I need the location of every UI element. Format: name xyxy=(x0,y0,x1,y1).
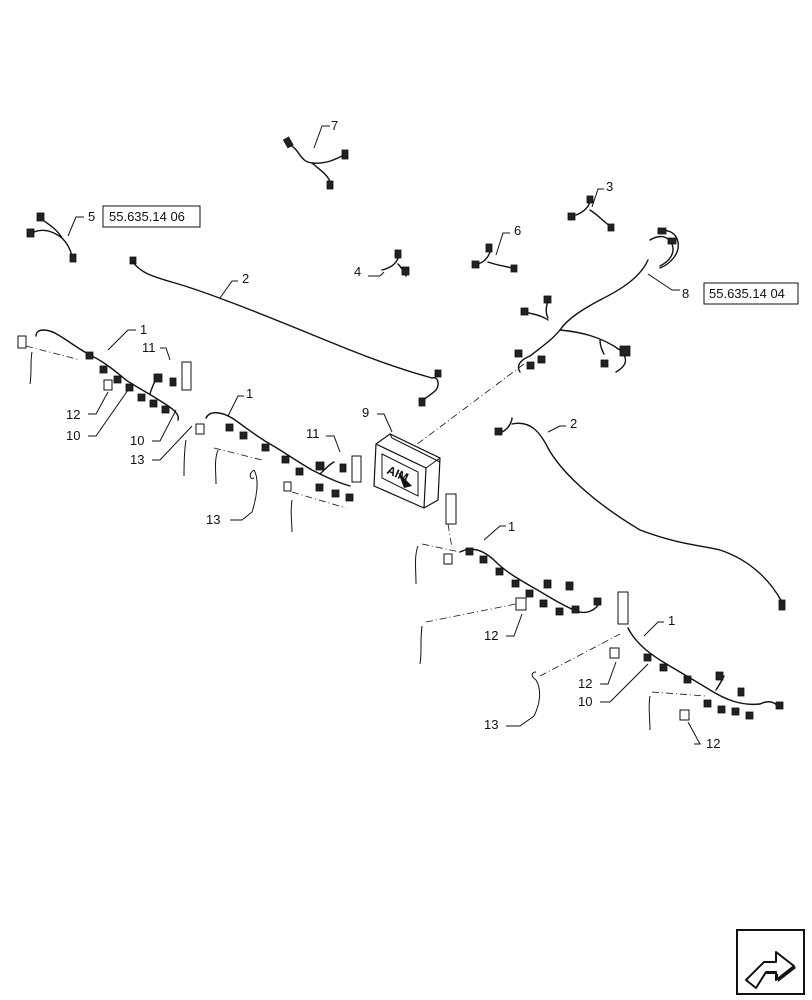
callout-1-c: 1 xyxy=(508,519,515,534)
callout-13-c: 13 xyxy=(484,717,498,732)
harness-item-4 xyxy=(381,249,410,277)
callout-12-d: 12 xyxy=(706,736,720,751)
callout-1-d: 1 xyxy=(668,613,675,628)
harness-item-3 xyxy=(567,195,615,232)
module-item-9: AIM xyxy=(373,433,441,509)
callout-9: 9 xyxy=(362,405,369,420)
callout-3: 3 xyxy=(606,179,613,194)
callout-11-a: 11 xyxy=(142,340,156,355)
reference-code-55-635-14-04[interactable]: 55.635.14 04 xyxy=(709,286,785,301)
callout-13-b: 13 xyxy=(206,512,220,527)
callout-4: 4 xyxy=(354,264,361,279)
callout-12-c: 12 xyxy=(578,676,592,691)
callout-13-a: 13 xyxy=(130,452,144,467)
callout-11-b: 11 xyxy=(306,426,320,441)
harness-item-5 xyxy=(26,212,77,263)
callout-8: 8 xyxy=(682,286,689,301)
reference-box-5[interactable]: 55.635.14 06 xyxy=(102,205,201,228)
harness-item-1-c xyxy=(445,493,602,616)
callout-10-c: 10 xyxy=(578,694,592,709)
harness-item-6 xyxy=(471,243,518,273)
alignment-line xyxy=(411,363,525,449)
harness-item-8 xyxy=(514,227,679,373)
callout-10-a: 10 xyxy=(66,428,80,443)
callout-10-b: 10 xyxy=(130,433,144,448)
harness-item-1-d xyxy=(617,591,784,720)
callout-7: 7 xyxy=(331,118,338,133)
callout-1-a: 1 xyxy=(140,322,147,337)
cable-item-2-upper xyxy=(129,256,442,407)
reference-code-55-635-14-06[interactable]: 55.635.14 06 xyxy=(109,209,185,224)
harness-item-1-a xyxy=(35,329,192,421)
next-page-arrow-icon[interactable] xyxy=(736,929,805,995)
callout-2-lower: 2 xyxy=(570,416,577,431)
callout-2-upper: 2 xyxy=(242,271,249,286)
callout-12-a: 12 xyxy=(66,407,80,422)
callout-5: 5 xyxy=(88,209,95,224)
harness-item-1-b xyxy=(205,412,362,502)
harness-item-7 xyxy=(282,136,349,190)
callout-6: 6 xyxy=(514,223,521,238)
callout-1-b: 1 xyxy=(246,386,253,401)
cable-item-2-lower xyxy=(494,417,786,611)
callout-12-b: 12 xyxy=(484,628,498,643)
reference-box-8[interactable]: 55.635.14 04 xyxy=(703,282,799,305)
